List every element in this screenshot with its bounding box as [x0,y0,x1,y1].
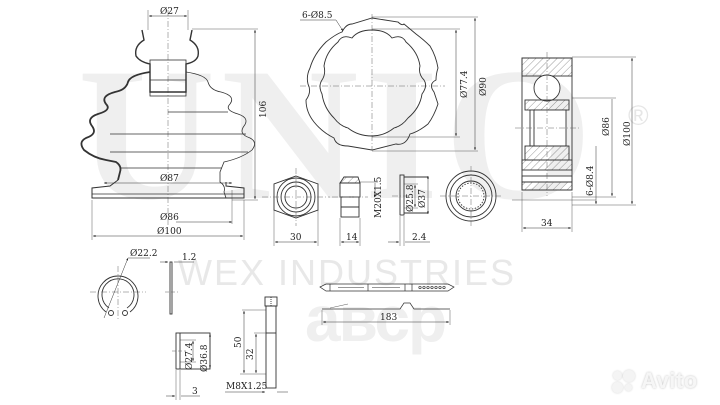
clamp-ring-spec-label: 6-Ø8.5 [302,10,333,21]
nut-thread-label: M20X1.5 [374,176,384,218]
boot-height-label: 106 [259,101,269,118]
washer-thickness-label: 2.4 [412,233,427,243]
bolt-drawing [225,296,288,393]
circlip-thickness-label: 1.2 [182,253,196,263]
watermark-overlay: авср [305,283,447,355]
avito-logo: Avito [612,368,698,394]
cv-joint-outer-diameter-label: Ø100 [622,121,633,146]
washer-inner-diameter-label: Ø25.8 [405,184,416,212]
nut-width-label: 30 [290,233,302,243]
circlip-drawing [90,257,194,320]
bolt-thread-length-label: 32 [246,349,256,360]
boot-top-diameter-label: Ø27 [160,6,179,17]
clamp-ring-inner-diameter-label: Ø77.4 [459,70,470,98]
washer-side-drawing [388,174,430,246]
bolt-length-label: 50 [234,336,244,348]
boot-outer-bottom-diameter-label: Ø100 [157,226,182,237]
boot-mid-diameter-label: Ø87 [160,173,179,184]
clamp-ring-outer-diameter-label: Ø90 [478,77,489,96]
cable-tie-drawing [319,283,455,325]
cv-joint-drawing [512,52,636,232]
clamp-ring-drawing [300,14,478,152]
cv-joint-bolt-holes-label: 6-Ø8.4 [585,165,596,196]
spacer-drawing [166,332,211,400]
nut-side-drawing [332,176,378,246]
avito-dots-icon [612,370,638,393]
nut-front-drawing [262,168,330,246]
washer-outer-diameter-label: Ø37 [417,189,428,208]
circlip-diameter-label: Ø22.2 [130,248,157,259]
spacer-thickness-label: 3 [192,387,198,397]
avito-logo-text: Avito [641,368,698,393]
boot-inner-bottom-diameter-label: Ø86 [160,212,179,223]
spacer-inner-diameter-label: Ø27.4 [184,342,195,370]
boot-drawing [80,10,258,240]
nut-height-label: 14 [346,233,358,243]
cv-joint-inner-diameter-label: Ø86 [601,117,612,136]
splined-washer-front-drawing [440,166,502,226]
cv-joint-width-label: 34 [541,219,553,229]
bolt-thread-label: M8X1.25 [226,382,268,392]
cable-tie-length-label: 183 [380,313,397,323]
spacer-outer-diameter-label: Ø36.8 [199,344,210,372]
